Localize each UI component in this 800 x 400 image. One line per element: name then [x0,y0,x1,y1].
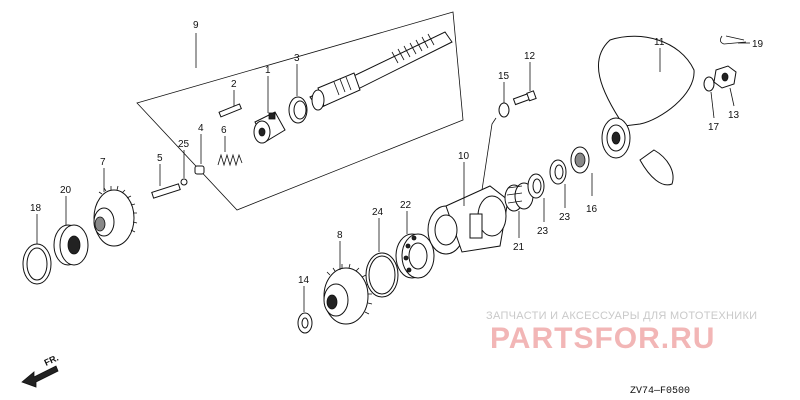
label-7: 7 [100,157,106,168]
label-18: 18 [30,203,42,214]
diagram-code: ZV74—F0500 [630,386,690,397]
label-22: 22 [400,200,412,211]
watermark-brand: PARTSFOR.RU [490,322,715,355]
label-16: 16 [586,204,598,215]
label-10: 10 [458,151,470,162]
label-3: 3 [294,53,300,64]
label-4: 4 [198,123,204,134]
ball-25 [180,178,188,186]
label-12: 12 [524,51,536,62]
label-6: 6 [221,125,227,136]
label-15: 15 [498,71,510,82]
washer-15 [498,102,510,118]
bearing-holder [427,185,509,255]
propeller-shaft [309,31,453,111]
label-17: 17 [708,122,720,133]
label-21: 21 [513,242,525,253]
reverse-gear [323,263,373,325]
leader-lines [36,33,750,312]
clutch-dog [253,111,286,144]
label-23a: 23 [537,226,549,237]
castle-nut-13 [713,65,737,89]
label-9: 9 [193,20,199,31]
label-14: 14 [298,275,310,286]
label-8: 8 [337,230,343,241]
washer-14 [297,312,313,334]
oil-seal-23b [549,159,567,185]
spring [217,153,243,167]
label-25: 25 [178,139,190,150]
clutch-ring [288,96,308,124]
pin-2 [218,103,242,118]
washer-17 [703,76,715,92]
label-5: 5 [157,153,163,164]
label-11: 11 [654,37,665,48]
watermark-subtitle: ЗАПЧАСТИ И АКСЕССУАРЫ ДЛЯ МОТОТЕХНИКИ [486,310,757,322]
front-direction-indicator: FR. [21,353,60,388]
o-ring-24 [365,252,399,298]
thrust-washer-16 [570,146,590,174]
label-24: 24 [372,207,384,218]
cotter-pin-19 [720,35,747,45]
oil-seal-23a [527,173,545,199]
washer-18 [22,243,52,285]
bolt-12 [512,90,537,106]
forward-gear [93,185,138,247]
bearing-20 [53,224,89,266]
label-2: 2 [231,79,237,90]
label-1: 1 [265,65,271,76]
label-23b: 23 [559,212,571,223]
ball-bearing-22 [395,233,435,279]
propeller [597,35,695,186]
front-arrow-icon [21,365,59,388]
rod-5 [151,183,181,199]
label-19: 19 [752,39,764,50]
label-13: 13 [728,110,740,121]
pin-4 [194,165,205,175]
label-20: 20 [60,185,72,196]
assembly-box-9 [136,11,464,211]
front-label: FR. [43,353,60,368]
